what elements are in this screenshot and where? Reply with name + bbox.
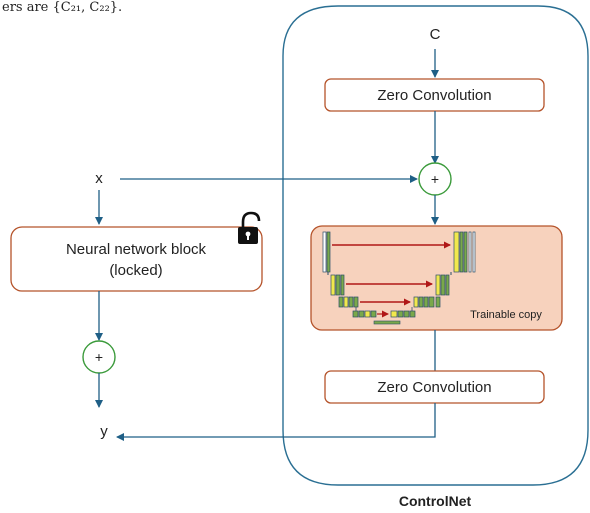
x-input-label: x [95,170,103,187]
c-input-label: C [430,26,441,43]
arrow-controlnet-to-y [116,403,436,441]
zero-convolution-top-label: Zero Convolution [377,87,491,104]
locked-block-title: Neural network block [66,241,207,258]
y-output-label: y [100,423,108,440]
open-lock-icon [238,211,261,244]
controlnet-panel [282,5,589,486]
unet-illustration-icon [322,231,476,325]
zero-convolution-bottom-label: Zero Convolution [377,379,491,396]
clipped-header-text: ers are {C₂₁, C₂₂}. [2,0,122,15]
locked-block-subtitle: (locked) [109,262,162,279]
controlnet-caption: ControlNet [399,493,472,509]
neural-network-block-locked [10,226,263,292]
plus-symbol-left: + [95,349,103,365]
plus-symbol-controlnet: + [431,171,439,187]
trainable-copy-label: Trainable copy [470,309,542,321]
